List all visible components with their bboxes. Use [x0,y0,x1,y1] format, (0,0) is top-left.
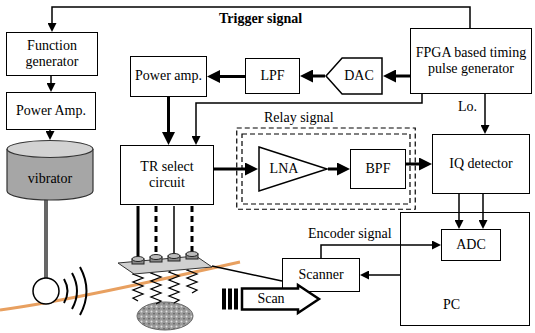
node-label: DAC [344,68,374,84]
computer-box: PC ADC [400,212,530,326]
signal-arrow [484,94,486,125]
node-label: Relay signal [264,110,334,126]
signal-arrow [458,194,460,220]
vibrator-cylinder: vibrator [6,140,94,200]
vibrator-cylinder-outline [6,140,94,200]
signal-label: Lo. [456,99,479,115]
process-box: ADC [441,229,501,261]
process-box: IQ detector [432,134,530,194]
tr-wire [191,206,194,251]
signal-arrow [369,274,400,276]
signal-arrow [313,75,325,78]
node-label: BPF [366,161,391,177]
signal-label: Trigger signal [217,11,304,27]
process-box: Power amp. [130,56,207,97]
tr-wire [155,206,158,254]
skin-line [0,262,240,310]
node-label: Function generator [11,38,93,70]
tr-wire [137,206,140,256]
spring-wave [187,266,197,293]
signal-label: Encoder signal [306,226,394,242]
node-label: TR select circuit [125,159,209,191]
scan-arrow: Scan [222,284,320,314]
dac-pentagon: DAC [325,57,383,95]
node-label: Power amp. [135,68,202,84]
node-label: ADC [456,237,486,253]
node-label: LPF [260,68,284,84]
scanner-arm [212,266,282,281]
signal-arrow [482,194,484,220]
node-label: Scan [257,291,284,307]
node-label: Scanner [298,267,343,283]
tr-wire [173,206,175,253]
vibrator-ball [33,278,59,304]
vibrator-rod [44,199,48,278]
transducer-elements [132,252,198,265]
amplifier-triangle: LNA [258,146,328,192]
signal-arrow [167,97,170,132]
node-label: IQ detector [449,156,512,172]
spring-wave [151,269,161,304]
signal-arrow [214,168,245,171]
node-label: FPGA based timing pulse generator [415,45,527,77]
signal-arrow [406,163,419,166]
signal-arrow [52,7,470,28]
process-box: Function generator [6,32,98,76]
process-box: LPF [245,58,300,94]
signal-arrow [50,76,52,83]
process-box: BPF [350,149,406,189]
shear-waves [64,267,87,315]
process-box: FPGA based timing pulse generator [410,28,532,94]
process-box: TR select circuit [120,145,214,205]
spring-wave [133,270,143,301]
process-box: Power Amp. [6,92,96,130]
signal-arrow [220,75,245,78]
signal-arrow [196,94,422,136]
node-label: LNA [270,161,299,177]
node-label: vibrator [28,171,72,187]
signal-arrow [49,130,51,131]
relay-region: Relay signalLNA BPF [236,110,416,210]
signal-arrow [396,75,410,78]
process-box: Scanner [282,258,360,292]
node-label: PC [443,297,460,313]
spring-wave [169,268,179,303]
tissue-target [137,302,193,330]
node-label: Power Amp. [16,103,86,119]
signal-arrow [321,245,432,258]
